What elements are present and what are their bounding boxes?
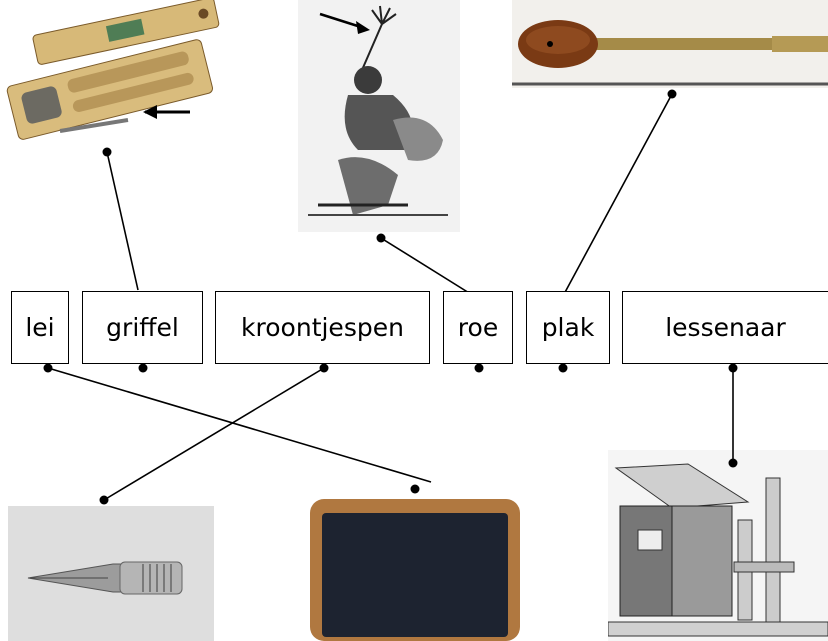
word-griffel: griffel xyxy=(106,313,179,342)
line-plak xyxy=(562,93,673,297)
dot-birch-rod xyxy=(376,233,386,243)
ferule-paddle-image xyxy=(512,0,828,88)
pen-nib-image xyxy=(8,506,214,641)
dot-nib xyxy=(99,495,109,505)
dot-lei-bottom xyxy=(43,363,53,373)
dot-griffel-bottom xyxy=(138,363,148,373)
word-box-lessenaar: lessenaar xyxy=(622,291,828,364)
line-kroontjespen xyxy=(103,367,325,501)
dot-slate xyxy=(410,484,420,494)
line-griffel xyxy=(106,151,139,291)
word-box-lei: lei xyxy=(11,291,69,364)
word-lessenaar: lessenaar xyxy=(665,313,786,342)
pencil-case-image xyxy=(6,0,220,140)
dot-plak-bottom xyxy=(558,363,568,373)
word-plak: plak xyxy=(541,313,595,342)
birch-rod-woodcut-image xyxy=(298,0,460,232)
word-lei: lei xyxy=(25,313,55,342)
word-box-kroontjespen: kroontjespen xyxy=(215,291,430,364)
word-box-plak: plak xyxy=(526,291,610,364)
school-desk-image xyxy=(608,450,828,641)
word-roe: roe xyxy=(457,313,499,342)
word-box-roe: roe xyxy=(443,291,513,364)
word-kroontjespen: kroontjespen xyxy=(241,313,404,342)
line-lei xyxy=(47,367,432,483)
dot-desk xyxy=(728,458,738,468)
dot-roe-bottom xyxy=(474,363,484,373)
dot-ferule xyxy=(667,89,677,99)
dot-lessenaar-bottom xyxy=(728,363,738,373)
slate-image xyxy=(310,499,520,641)
word-box-griffel: griffel xyxy=(82,291,203,364)
dot-kroontjespen-bottom xyxy=(319,363,329,373)
dot-pencil-case xyxy=(102,147,112,157)
